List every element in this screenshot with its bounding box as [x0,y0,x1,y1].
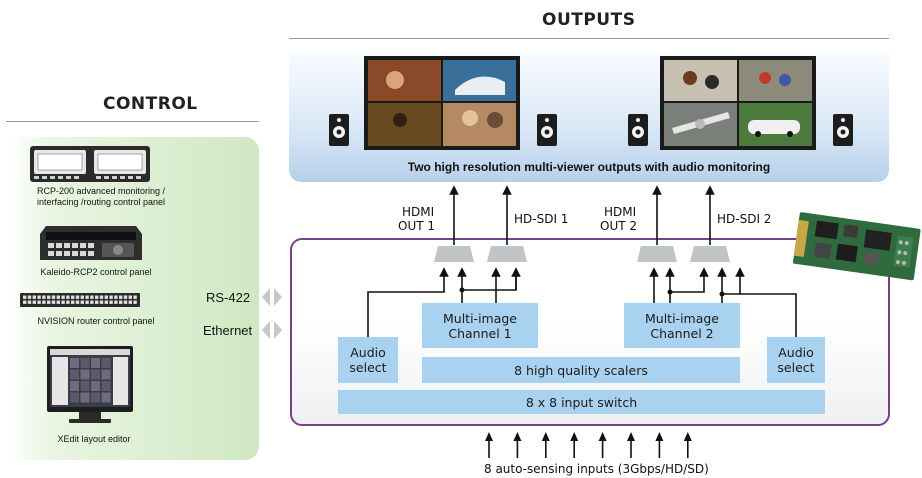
rcp200-caption-line2: interfacing /routing control panel [36,197,166,207]
multi-image-1-line1: Multi-image [443,310,517,326]
ethernet-double-arrow-icon [262,321,282,339]
hd-sdi-1-label: HD-SDI 1 [514,212,569,226]
control-heading-rule [6,121,259,122]
input-arrow-head [627,432,635,441]
hdmi-out-2-label: HDMI OUT 2 [600,205,646,233]
hdmi-out-1-label: HDMI OUT 1 [398,205,444,233]
hdmi-out-2-line2: OUT 2 [600,219,638,233]
input-arrow-head [683,432,692,441]
input-arrow-head [513,432,522,441]
rs422-double-arrow-icon [262,288,282,306]
xedit-caption: XEdit layout editor [57,434,131,444]
rcp200-caption-line1: RCP-200 advanced monitoring / [36,186,166,196]
multi-image-2-line1: Multi-image [645,310,719,326]
rs422-label: RS-422 [206,290,251,305]
kaleido-rcp2-caption: Kaleido-RCP2 control panel [40,267,152,277]
control-heading: CONTROL [103,94,198,114]
audio-select-left-line1: Audio [350,345,386,360]
audio-select-right: Audio select [767,337,825,383]
input-switch-block: 8 x 8 input switch [338,390,825,414]
hd-sdi-2-label: HD-SDI 2 [717,212,772,226]
rcp200-caption: RCP-200 advanced monitoring / interfacin… [6,186,196,208]
ethernet-label: Ethernet [203,323,253,338]
multi-image-2-line2: Channel 2 [650,325,714,341]
outputs-heading: OUTPUTS [542,10,636,30]
audio-select-right-line1: Audio [778,345,814,360]
audio-select-right-line2: select [777,360,815,375]
multi-image-1-line2: Channel 1 [448,325,512,341]
multi-image-channel-1: Multi-image Channel 1 [422,303,538,348]
scalers-block: 8 high quality scalers [422,357,740,383]
hdmi-out-1-line1: HDMI [402,205,435,219]
input-arrow-head [598,432,607,441]
audio-select-left: Audio select [338,337,398,383]
input-arrow-head [541,432,550,441]
hdmi-out-2-line1: HDMI [604,205,637,219]
outputs-heading-rule [289,38,889,39]
hdmi-out-1-line2: OUT 1 [398,219,436,233]
audio-select-left-line2: select [349,360,387,375]
input-arrow-head [655,432,664,441]
nvision-caption: NVISION router control panel [37,316,155,326]
inputs-caption: 8 auto-sensing inputs (3Gbps/HD/SD) [484,462,709,476]
input-arrow-head [570,432,579,441]
outputs-caption: Two high resolution multi-viewer outputs… [407,160,771,174]
multi-image-channel-2: Multi-image Channel 2 [624,303,740,348]
input-arrow-head [485,432,493,441]
